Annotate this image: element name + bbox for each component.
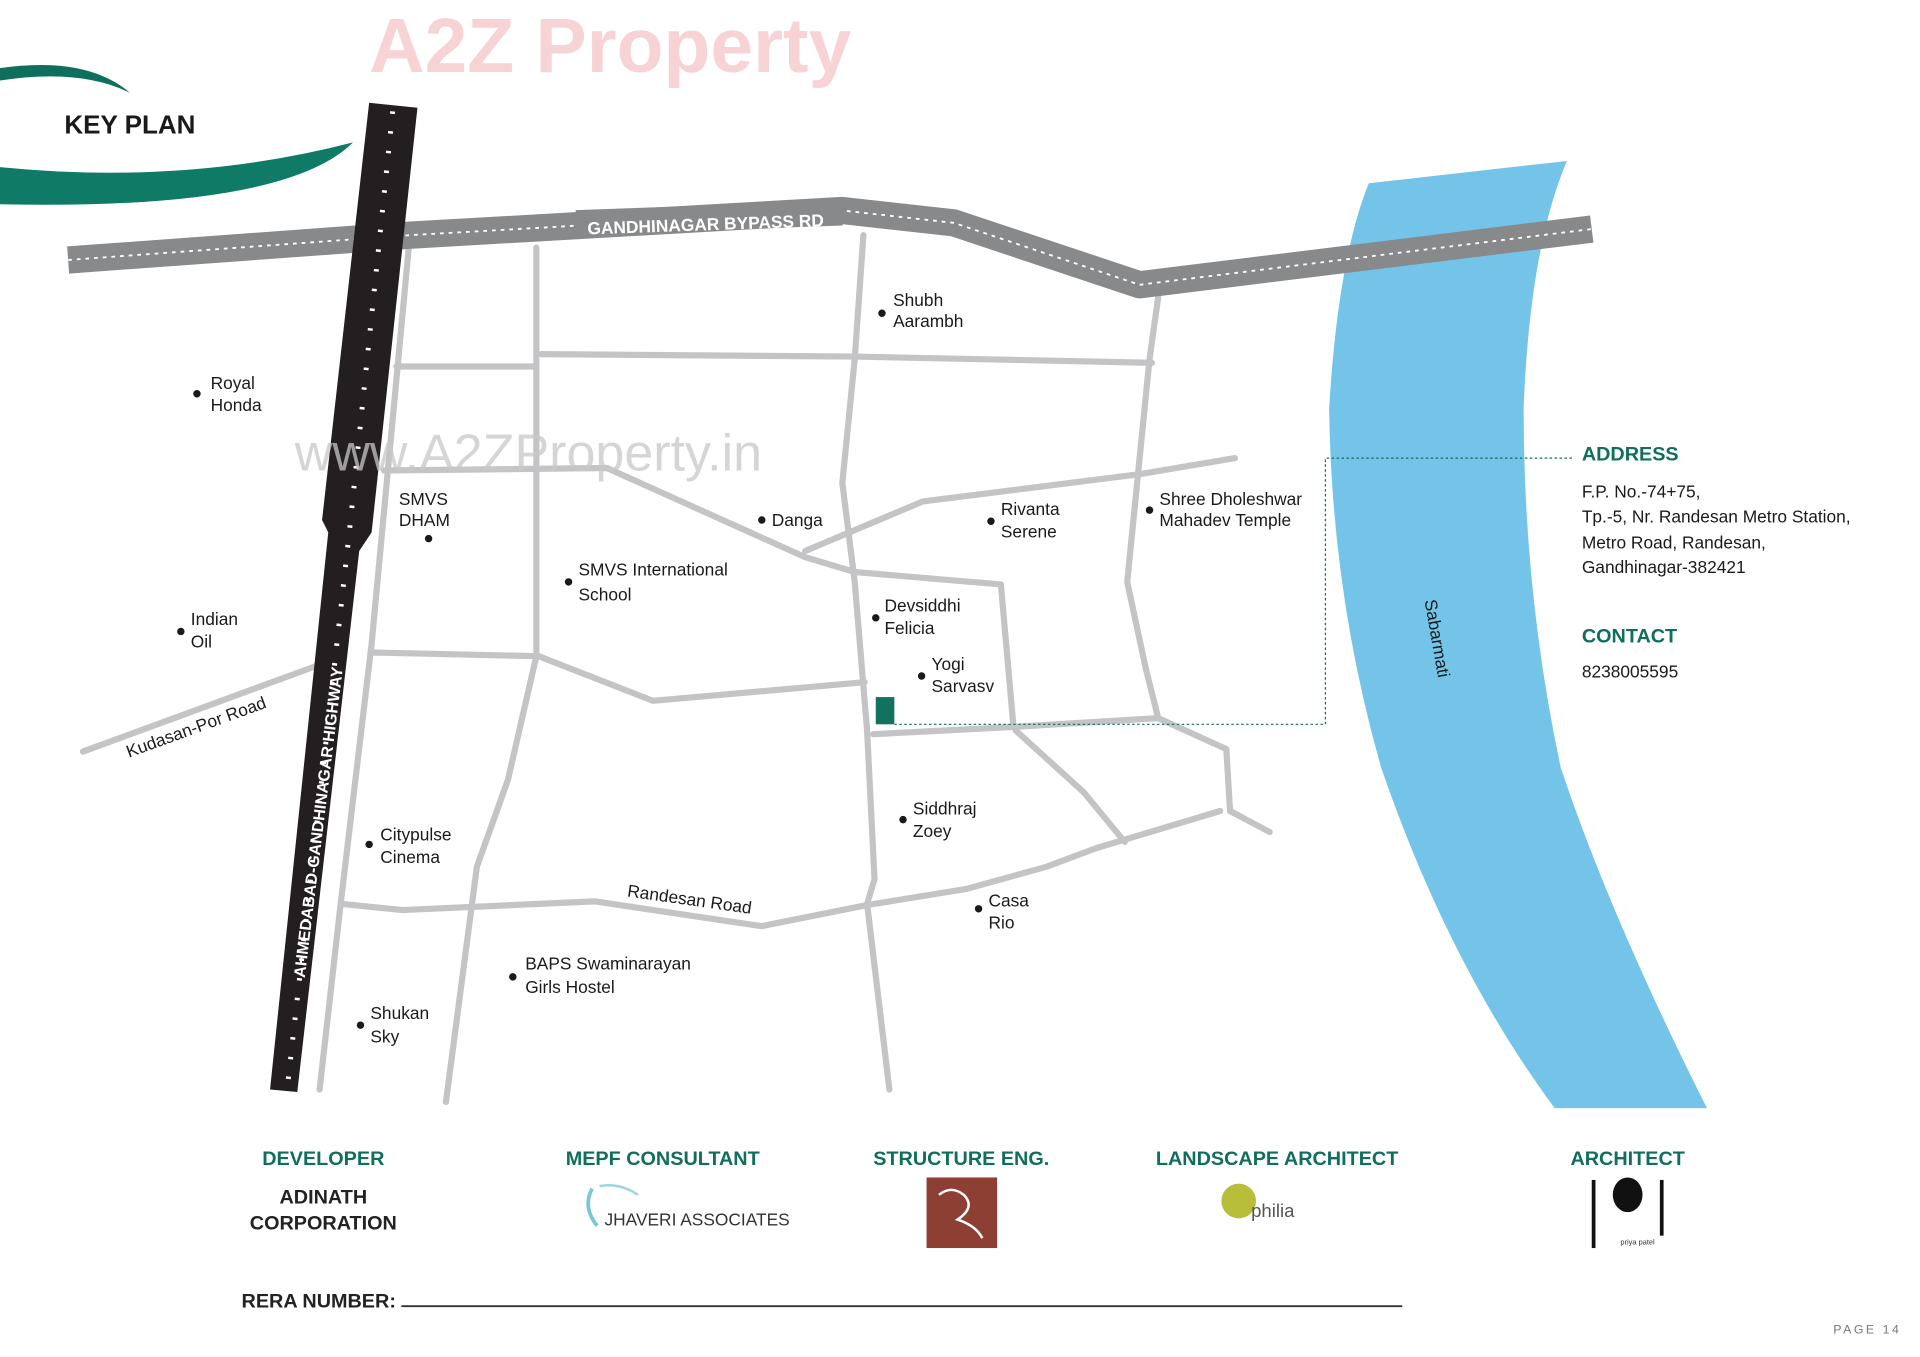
randesan-road-label: Randesan Road: [626, 881, 753, 918]
svg-text:DHAM: DHAM: [399, 510, 450, 530]
structure-logo-script: [938, 1188, 984, 1239]
svg-text:DEVELOPER: DEVELOPER: [262, 1148, 384, 1170]
svg-text:BAPS Swaminarayan: BAPS Swaminarayan: [525, 953, 691, 973]
rera-label: RERA NUMBER:: [242, 1290, 396, 1312]
header-swoosh: [0, 65, 354, 205]
watermark-brand: A2Z Property: [369, 3, 851, 89]
svg-text:priya patel: priya patel: [1620, 1237, 1655, 1246]
architect-logo: priya patel: [1591, 1177, 1664, 1249]
contact-heading: CONTACT: [1582, 626, 1677, 648]
svg-text:Mahadev Temple: Mahadev Temple: [1159, 510, 1291, 530]
svg-text:Serene: Serene: [1001, 521, 1057, 541]
address-heading: ADDRESS: [1582, 444, 1679, 466]
svg-text:Sky: Sky: [370, 1027, 399, 1047]
svg-text:School: School: [578, 585, 631, 605]
svg-text:Danga: Danga: [772, 510, 823, 530]
svg-text:MEPF CONSULTANT: MEPF CONSULTANT: [566, 1148, 760, 1170]
svg-text:Girls Hostel: Girls Hostel: [525, 977, 615, 997]
address-block: ADDRESS F.P. No.-74+75, Tp.-5, Nr. Rande…: [1582, 444, 1851, 578]
svg-text:Honda: Honda: [211, 395, 262, 415]
local-roads: [79, 232, 1273, 1106]
svg-text:Zoey: Zoey: [913, 821, 952, 841]
watermark-url: www.A2ZProperty.in: [294, 425, 762, 483]
svg-text:STRUCTURE ENG.: STRUCTURE ENG.: [873, 1148, 1049, 1170]
svg-text:ARCHITECT: ARCHITECT: [1570, 1148, 1684, 1170]
structure-eng-logo: [926, 1177, 998, 1249]
svg-text:Rivanta: Rivanta: [1001, 499, 1060, 519]
svg-text:Shubh: Shubh: [893, 290, 943, 310]
svg-text:Yogi: Yogi: [932, 654, 965, 674]
svg-text:Gandhinagar-382421: Gandhinagar-382421: [1582, 557, 1746, 577]
jhaveri-logo: JHAVERI ASSOCIATES: [586, 1184, 790, 1230]
developer-name: ADINATH: [279, 1186, 367, 1208]
svg-text:JHAVERI ASSOCIATES: JHAVERI ASSOCIATES: [604, 1210, 789, 1230]
svg-text:Rio: Rio: [988, 913, 1014, 933]
svg-text:Royal: Royal: [211, 373, 255, 393]
page-number: PAGE 14: [1833, 1322, 1901, 1336]
svg-text:Metro Road, Randesan,: Metro Road, Randesan,: [1582, 532, 1766, 552]
contact-block: CONTACT 8238005595: [1582, 626, 1678, 682]
svg-text:Indian: Indian: [191, 609, 238, 629]
svg-text:Aarambh: Aarambh: [893, 311, 963, 331]
svg-text:Casa: Casa: [988, 890, 1029, 910]
landmark-danga: Danga: [758, 510, 823, 530]
svg-text:Devsiddhi: Devsiddhi: [884, 596, 960, 616]
svg-text:LANDSCAPE ARCHITECT: LANDSCAPE ARCHITECT: [1156, 1148, 1398, 1170]
svg-text:SMVS International: SMVS International: [578, 560, 727, 580]
svg-text:Sarvasv: Sarvasv: [932, 676, 995, 696]
svg-text:SMVS: SMVS: [399, 489, 448, 509]
gandhinagar-bypass-road: GANDHINAGAR BYPASS RD: [67, 196, 1594, 299]
svg-text:CORPORATION: CORPORATION: [250, 1212, 397, 1234]
project-site-marker: [875, 697, 895, 725]
svg-text:Shukan: Shukan: [370, 1003, 429, 1023]
river-sabarmati: [1329, 160, 1707, 1109]
page-title: KEY PLAN: [64, 110, 195, 140]
credits: DEVELOPER ADINATH CORPORATION MEPF CONSU…: [250, 1148, 1685, 1249]
svg-text:F.P. No.-74+75,: F.P. No.-74+75,: [1582, 482, 1701, 502]
svg-text:philia: philia: [1251, 1200, 1295, 1221]
contact-phone: 8238005595: [1582, 661, 1678, 681]
svg-text:Tp.-5, Nr. Randesan Metro Stat: Tp.-5, Nr. Randesan Metro Station,: [1582, 506, 1851, 526]
biophilia-logo: philia: [1221, 1183, 1295, 1221]
svg-text:Siddhraj: Siddhraj: [913, 799, 977, 819]
svg-text:Felicia: Felicia: [884, 618, 934, 638]
svg-text:Oil: Oil: [191, 632, 212, 652]
svg-text:Shree Dholeshwar: Shree Dholeshwar: [1159, 489, 1302, 509]
svg-text:Cinema: Cinema: [380, 847, 440, 867]
svg-text:Citypulse: Citypulse: [380, 825, 451, 845]
